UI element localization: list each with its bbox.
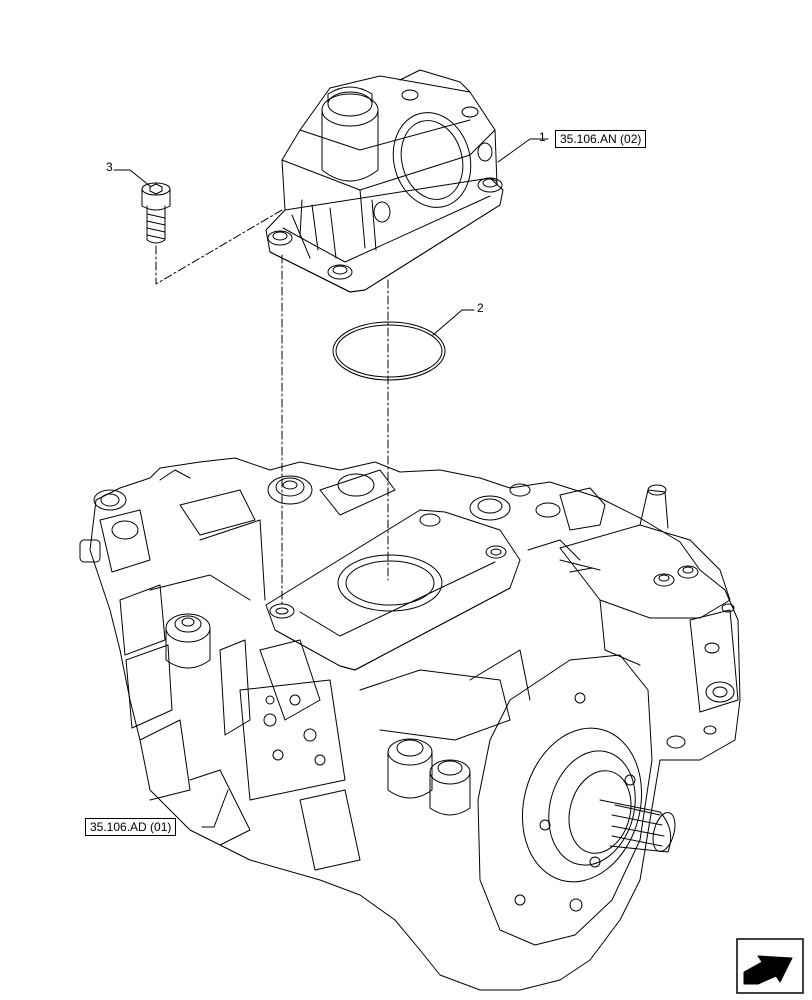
callout-number-2: 2 <box>477 301 484 315</box>
callout-number-1: 1 <box>539 130 546 144</box>
assembly-centerlines <box>155 209 389 606</box>
o-ring-part <box>332 321 446 381</box>
housing-part <box>265 69 504 293</box>
callout-number-3: 3 <box>106 160 113 174</box>
ref-link-35-106-ad-01[interactable]: 35.106.AD (01) <box>85 818 177 836</box>
leader-lines <box>113 138 549 828</box>
ref-link-35-106-an-02[interactable]: 35.106.AN (02) <box>555 130 647 148</box>
arrow-nav-icon[interactable] <box>736 938 804 994</box>
cap-screw-part <box>141 182 171 244</box>
pump-assembly <box>79 457 741 991</box>
